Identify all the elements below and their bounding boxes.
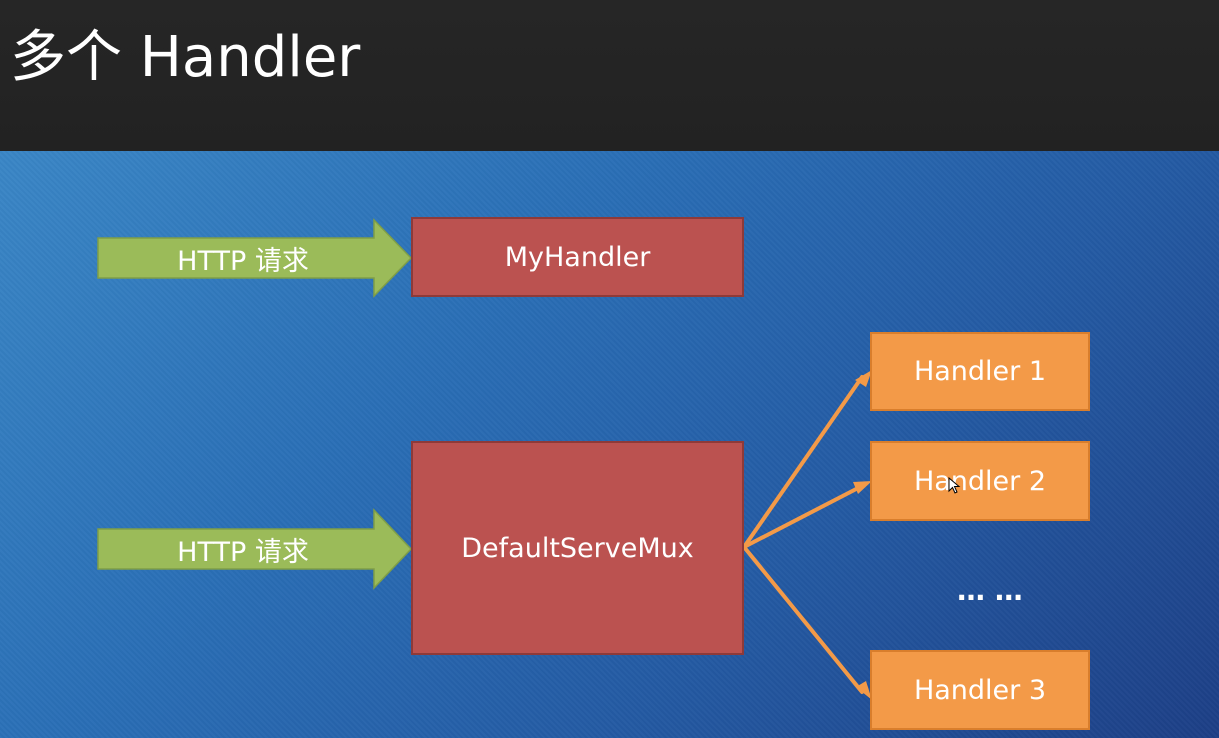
- more-handlers-ellipsis: … …: [957, 574, 1023, 607]
- handler-box-3: Handler 3: [870, 650, 1090, 730]
- request-arrow-label-2: HTTP 请求: [177, 536, 309, 568]
- slide-title: 多个 Handler: [10, 25, 361, 90]
- connector-handler-1: [742, 375, 864, 549]
- request-arrow-label-1: HTTP 请求: [177, 245, 309, 277]
- default-serve-mux-box: DefaultServeMux: [411, 441, 744, 655]
- handler-box-2: Handler 2: [870, 441, 1090, 521]
- request-arrow-1: [97, 218, 413, 298]
- arrowhead-handler-1: [855, 370, 872, 387]
- handler-box-1: Handler 1: [870, 332, 1090, 411]
- title-bar: 多个 Handler: [0, 0, 1219, 151]
- connector-handler-2: [742, 484, 864, 549]
- mouse-cursor-icon: [948, 477, 961, 494]
- request-arrow-2: [97, 508, 413, 590]
- arrowhead-handler-3: [856, 681, 872, 700]
- my-handler-box: MyHandler: [411, 217, 744, 297]
- connector-handler-3: [742, 545, 864, 694]
- arrowhead-handler-2: [853, 481, 872, 494]
